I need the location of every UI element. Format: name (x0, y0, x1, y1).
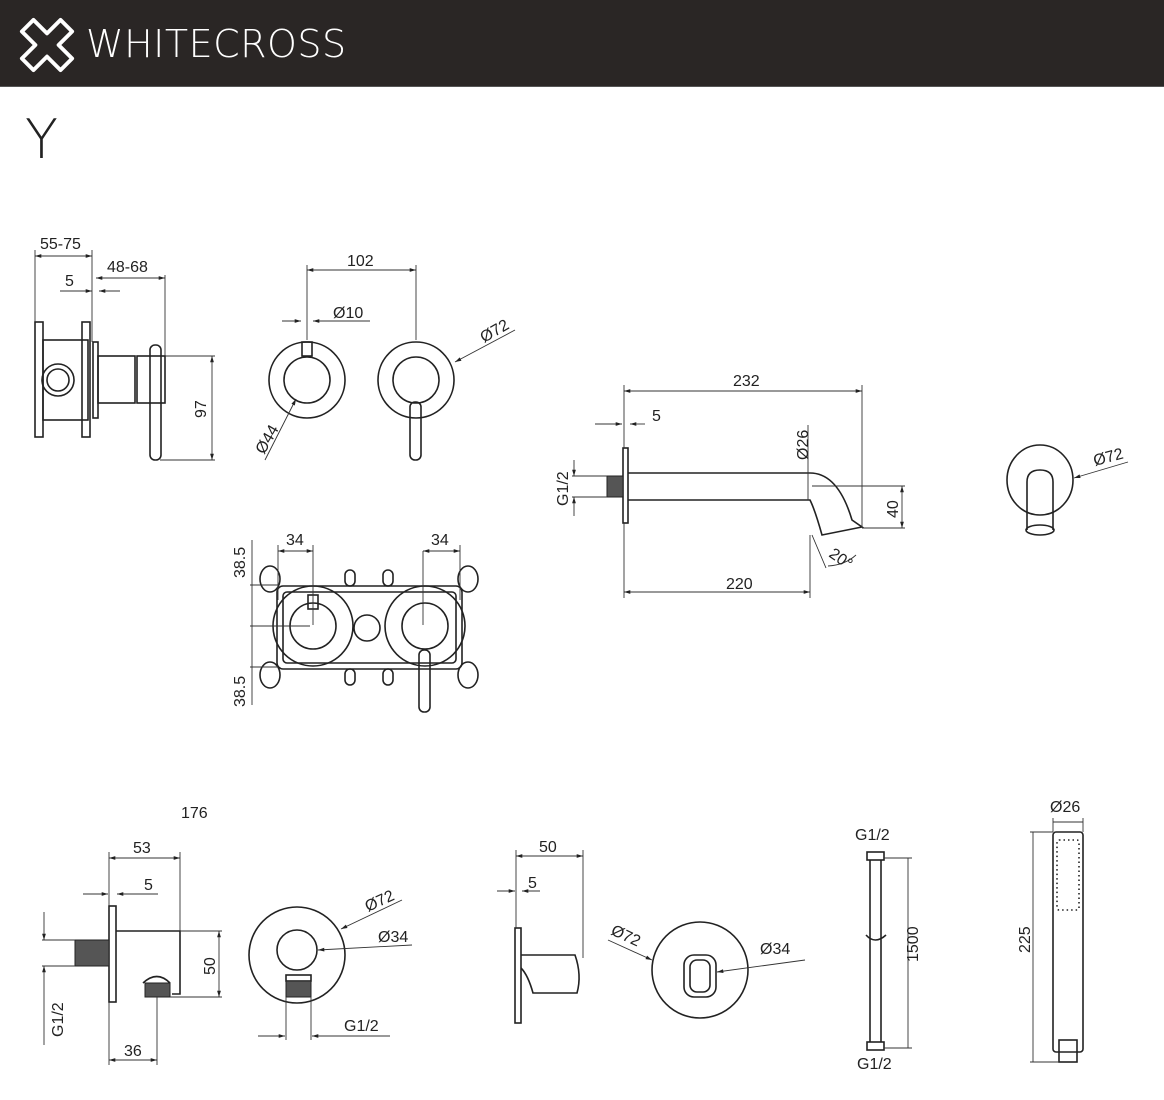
spout-front-view: Ø72 (1006, 444, 1129, 536)
valve-box-view: 34 34 38.5 38.5 (232, 532, 479, 713)
dim-pin: Ø10 (333, 305, 363, 322)
dim-top-thread: G1/2 (855, 827, 890, 844)
dim-depth: 50 (539, 839, 557, 856)
dim-bottom-thread: G1/2 (857, 1056, 892, 1073)
dim-body: Ø34 (378, 929, 408, 946)
dim-body: Ø34 (760, 941, 790, 958)
dim-outer: Ø72 (478, 317, 513, 347)
model-title: Y (25, 108, 58, 171)
dim-projection: 48-68 (107, 259, 148, 276)
hose-view: G1/2 1500 G1/2 (855, 827, 922, 1073)
dim-right-offset: 34 (431, 532, 449, 549)
dim-total: 176 (181, 805, 208, 822)
dim-outlet: 36 (124, 1043, 142, 1060)
dim-angle: 20° (826, 545, 856, 573)
spout-side-view: 232 5 G1/2 Ø26 40 20° 220 (555, 373, 905, 598)
dim-plate: 5 (144, 877, 153, 894)
holder-front-view: Ø72 Ø34 (607, 921, 806, 1019)
valve-side-view: 55-75 48-68 5 97 (34, 236, 215, 461)
holder-side-view: 50 5 (497, 839, 584, 1024)
brand-name: WHITECROSS (86, 22, 347, 66)
dim-inner: Ø44 (253, 422, 283, 457)
dim-plate: Ø72 (608, 922, 643, 950)
dim-height: 97 (193, 400, 210, 418)
dim-spacing: 102 (347, 253, 374, 270)
hand-shower-view: Ø26 225 (1017, 799, 1084, 1063)
dim-height: 50 (202, 957, 219, 975)
dim-thread: G1/2 (344, 1018, 379, 1035)
dim-length: 232 (733, 373, 760, 390)
dim-overall: 55-75 (40, 236, 81, 253)
brand-header: WHITECROSS (0, 0, 1164, 87)
dim-plate: Ø72 (363, 887, 398, 915)
dim-pipe: Ø26 (795, 430, 812, 460)
elbow-side-view: 176 53 5 50 36 G1/2 (42, 805, 222, 1065)
valve-front-view: 102 Ø10 Ø72 Ø44 (253, 253, 516, 461)
dim-plate: 5 (65, 273, 74, 290)
dim-thread: G1/2 (555, 471, 572, 506)
dim-drop: 40 (885, 500, 902, 518)
dim-plate: 5 (528, 875, 537, 892)
dim-plate: Ø72 (1092, 446, 1126, 470)
dim-diameter: Ø26 (1050, 799, 1080, 816)
dim-reach: 220 (726, 576, 753, 593)
dim-plate: 5 (652, 408, 661, 425)
elbow-front-view: Ø72 Ø34 G1/2 (248, 887, 413, 1040)
dim-top: 38.5 (232, 547, 249, 578)
dim-bottom: 38.5 (232, 676, 249, 707)
cross-logo-icon (19, 17, 75, 73)
dim-thread: G1/2 (50, 1002, 67, 1037)
dim-left-offset: 34 (286, 532, 304, 549)
dim-length: 225 (1017, 926, 1034, 953)
dim-depth: 53 (133, 840, 151, 857)
dim-length: 1500 (905, 926, 922, 962)
